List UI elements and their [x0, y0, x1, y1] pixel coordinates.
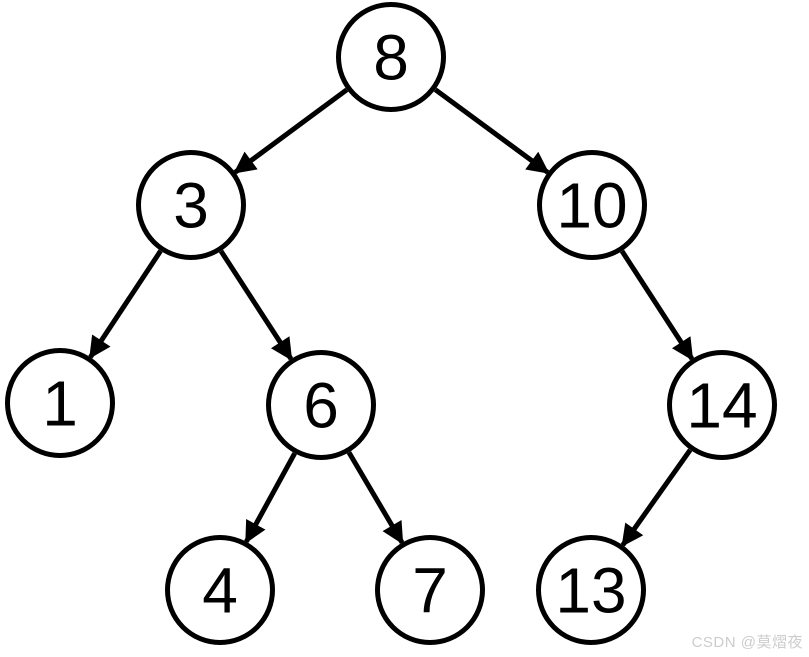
edge-3-1: [88, 249, 163, 359]
node-value: 14: [686, 370, 757, 442]
node-value: 1: [42, 368, 78, 440]
edge-10-14: [619, 249, 695, 361]
tree-node-10: 10: [537, 150, 647, 260]
tree-node-7: 7: [375, 535, 485, 645]
node-circle: [537, 150, 647, 260]
tree-node-6: 6: [266, 350, 376, 460]
edge-14-13: [620, 448, 693, 547]
tree-node-13: 13: [536, 535, 646, 645]
node-value: 10: [556, 170, 627, 242]
node-circle: [165, 535, 275, 645]
tree-edges: [88, 87, 695, 547]
watermark-text: CSDN @莫熠夜: [691, 634, 803, 651]
node-circle: [375, 535, 485, 645]
edge-6-7: [346, 451, 405, 545]
node-value: 8: [373, 22, 409, 94]
tree-node-1: 1: [5, 348, 115, 458]
node-circle: [266, 350, 376, 460]
node-circle: [667, 350, 777, 460]
node-circle: [136, 150, 246, 260]
node-value: 4: [202, 555, 238, 627]
edge-8-10: [433, 87, 550, 175]
node-value: 13: [555, 555, 626, 627]
tree-node-8: 8: [336, 2, 446, 112]
node-circle: [5, 348, 115, 458]
edge-6-4: [244, 452, 297, 544]
node-value: 6: [303, 370, 339, 442]
tree-node-4: 4: [165, 535, 275, 645]
node-value: 7: [412, 555, 448, 627]
edge-3-6: [218, 249, 294, 361]
edge-8-3: [233, 87, 349, 175]
tree-node-14: 14: [667, 350, 777, 460]
tree-node-3: 3: [136, 150, 246, 260]
node-circle: [536, 535, 646, 645]
node-value: 3: [173, 170, 209, 242]
node-circle: [336, 2, 446, 112]
